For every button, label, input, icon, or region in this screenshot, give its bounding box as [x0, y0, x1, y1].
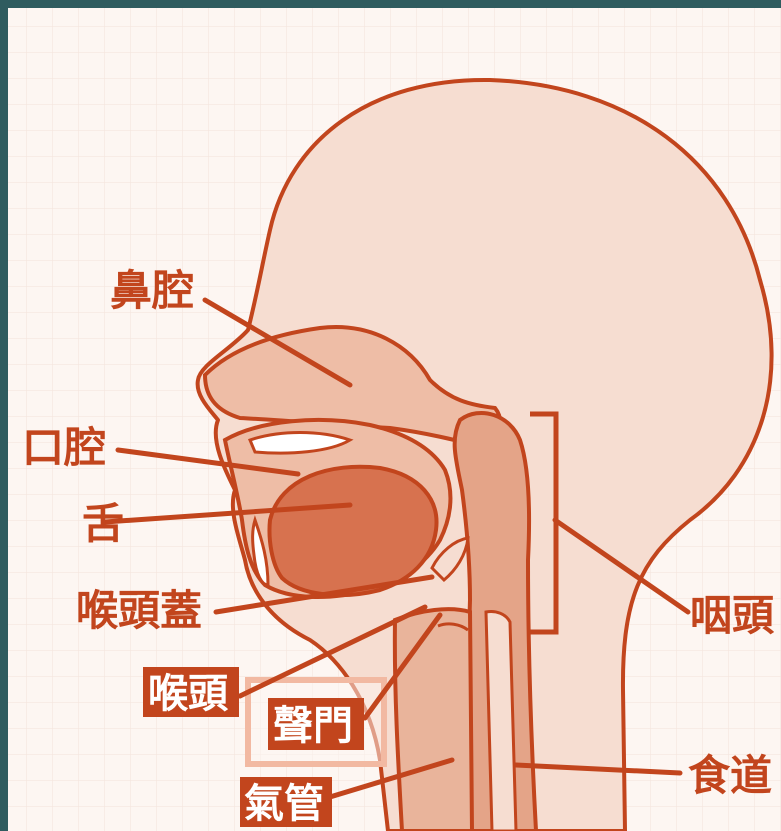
esophagus-tube — [484, 610, 518, 831]
leader-epiglottis — [213, 574, 435, 615]
label-tongue: 舌 — [82, 499, 124, 548]
lower-teeth — [251, 515, 270, 587]
label-esophagus: 食道 — [688, 751, 772, 800]
glottis-label-box — [268, 698, 364, 750]
label-larynx: 喉頭 — [148, 671, 229, 717]
trachea-label-box — [240, 777, 332, 827]
upper-teeth — [247, 431, 354, 455]
leader-glottis — [362, 612, 443, 721]
glottis-mark — [437, 622, 469, 632]
label-trachea: 氣管 — [244, 781, 324, 827]
leader-pharynx — [552, 517, 691, 615]
trachea-tube — [392, 607, 475, 831]
leader-oral-cavity — [115, 447, 301, 477]
label-oral-cavity: 口腔 — [22, 423, 106, 472]
label-glottis: 聲門 — [273, 703, 353, 749]
epiglottis-flap — [430, 536, 470, 583]
label-pharynx: 咽頭 — [690, 591, 775, 640]
leader-esophagus — [513, 762, 683, 776]
leader-larynx — [237, 604, 428, 699]
larynx-label-box — [143, 667, 239, 717]
tongue-shape — [267, 464, 439, 598]
label-epiglottis: 喉頭蓋 — [76, 586, 202, 635]
leader-nasal-cavity — [202, 297, 353, 388]
leader-lines — [102, 297, 691, 803]
leader-tongue — [102, 502, 353, 525]
label-nasal-cavity: 鼻腔 — [110, 266, 194, 315]
leader-trachea — [317, 757, 455, 803]
